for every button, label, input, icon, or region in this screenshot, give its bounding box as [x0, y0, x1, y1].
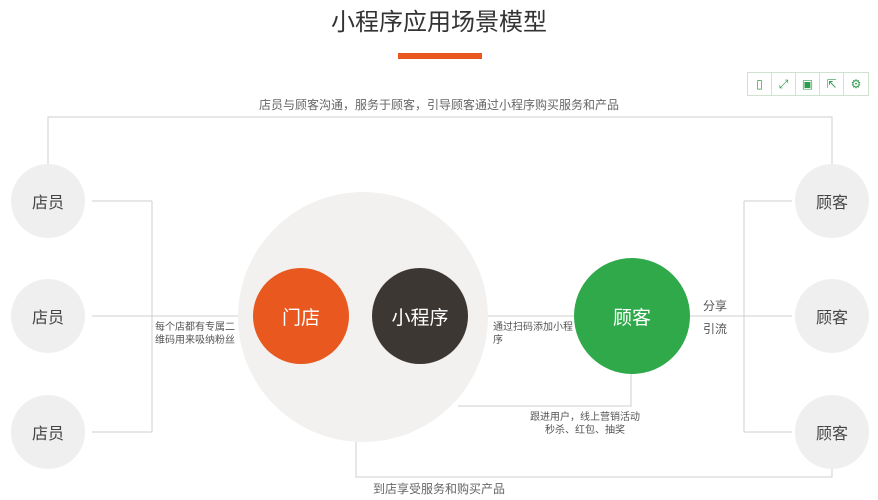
scan-label: 通过扫码添加小程 序 [493, 321, 573, 347]
customer-node-2: 顾客 [795, 279, 869, 353]
settings-icon[interactable]: ⚙ [850, 77, 862, 91]
staff-node-2: 店员 [11, 279, 85, 353]
miniprogram-node: 小程序 [372, 268, 468, 364]
fullscreen-icon[interactable]: ⤢ [772, 73, 796, 95]
store-node: 门店 [253, 268, 349, 364]
qrcode-label-line-2: 维码用来吸纳粉丝 [155, 335, 235, 346]
follow-label: 跟进用户，线上营销活动 秒杀、红包、抽奖 [470, 411, 700, 437]
qrcode-label-line-1: 每个店都有专属二 [155, 322, 235, 333]
page-title: 小程序应用场景模型 [331, 8, 547, 36]
scan-label-line-1: 通过扫码添加小程 [493, 322, 573, 333]
title-underline [398, 53, 482, 59]
share-icon[interactable]: ⇱ [820, 73, 844, 95]
follow-label-line-2: 秒杀、红包、抽奖 [545, 425, 625, 436]
qrcode-label: 每个店都有专属二 维码用来吸纳粉丝 [155, 321, 235, 347]
top-bracket [47, 116, 833, 165]
customer-node-3: 顾客 [795, 395, 869, 469]
bottom-bracket [355, 442, 833, 478]
share-label: 分享 [703, 299, 728, 313]
customer-node-1: 顾客 [795, 164, 869, 238]
scan-label-line-2: 序 [493, 335, 503, 346]
top-note: 店员与顾客沟通，服务于顾客，引导顾客通过小程序购买服务和产品 [258, 98, 619, 112]
customer-main-node: 顾客 [574, 258, 690, 374]
drain-label: 引流 [703, 322, 728, 336]
follow-label-line-1: 跟进用户，线上营销活动 [530, 412, 640, 423]
save-icon[interactable]: ▣ [796, 73, 820, 95]
staff-node-3: 店员 [11, 395, 85, 469]
bottom-note: 到店享受服务和购买产品 [372, 482, 505, 496]
toolbar: ▯ ⤢ ▣ ⇱ ⚙ [747, 72, 869, 96]
follow-bracket [458, 374, 632, 407]
tablet-icon[interactable]: ▯ [748, 73, 772, 95]
staff-node-1: 店员 [11, 164, 85, 238]
